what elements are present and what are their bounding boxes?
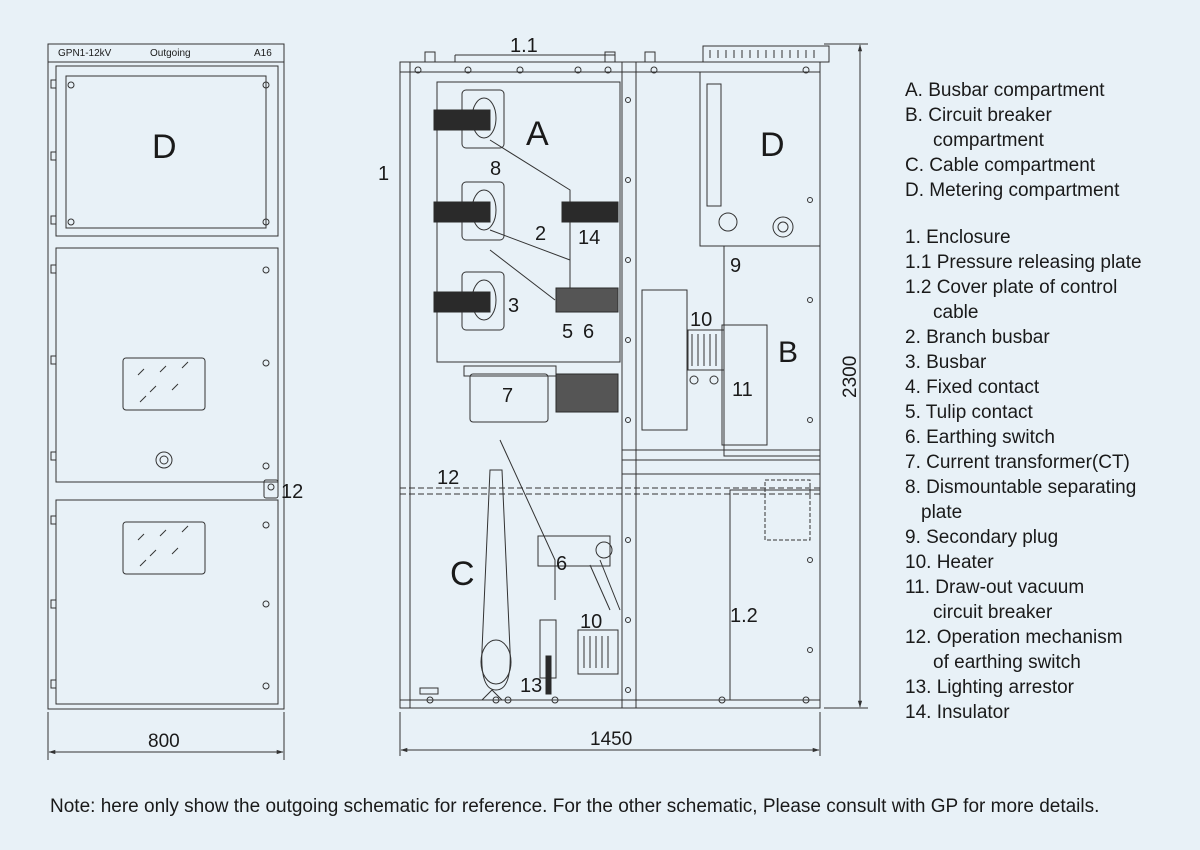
front-bottom-door bbox=[55, 499, 279, 705]
legend-item: 7. Current transformer(CT) bbox=[905, 452, 1130, 473]
label-10a: 10 bbox=[690, 309, 712, 331]
section-labels: 1.1 1 A D B C 8 2 14 3 5 6 9 10 11 7 12 … bbox=[378, 35, 861, 750]
legend-item: B. Circuit breaker bbox=[905, 105, 1052, 126]
cable bbox=[481, 469, 511, 691]
front-middle-door bbox=[55, 247, 279, 483]
legend-item: compartment bbox=[933, 130, 1044, 151]
window-hatch bbox=[137, 361, 189, 403]
breaker-compartment bbox=[723, 245, 821, 457]
earthing-mechanism-lock bbox=[263, 479, 279, 499]
legend-item: 5. Tulip contact bbox=[905, 402, 1033, 423]
legend-item: 3. Busbar bbox=[905, 352, 987, 373]
front-view-outline bbox=[47, 43, 285, 710]
label-a: A bbox=[526, 115, 549, 153]
label-c: C bbox=[450, 555, 475, 593]
label-1: 1 bbox=[378, 163, 389, 185]
label-8: 8 bbox=[490, 158, 501, 180]
front-screws bbox=[67, 81, 270, 690]
legend-item: 1.2 Cover plate of control bbox=[905, 277, 1118, 298]
section-height-label: 2300 bbox=[840, 356, 861, 398]
front-width-label: 800 bbox=[148, 731, 180, 752]
label-10b: 10 bbox=[580, 611, 602, 633]
legend-item: plate bbox=[921, 502, 963, 523]
insulator bbox=[433, 109, 491, 131]
legend-item: A. Busbar compartment bbox=[905, 80, 1105, 101]
label-1-2: 1.2 bbox=[730, 605, 758, 627]
front-header-right: A16 bbox=[254, 48, 272, 59]
front-view bbox=[47, 43, 285, 760]
label-6b: 6 bbox=[556, 553, 567, 575]
legend-item: 6. Earthing switch bbox=[905, 427, 1055, 448]
breaker-body bbox=[641, 289, 688, 431]
insulator-14 bbox=[561, 201, 619, 223]
insulator bbox=[433, 291, 491, 313]
branch-busbar bbox=[489, 139, 571, 301]
front-top-door bbox=[55, 65, 279, 237]
legend-item: circuit breaker bbox=[933, 602, 1053, 623]
front-middle-window bbox=[122, 357, 206, 411]
legend-item: 2. Branch busbar bbox=[905, 327, 1050, 348]
label-d: D bbox=[760, 126, 785, 164]
front-header-mid: Outgoing bbox=[150, 48, 191, 59]
label-7: 7 bbox=[502, 385, 513, 407]
terminal-ticks bbox=[709, 50, 815, 58]
legend-item: D. Metering compartment bbox=[905, 180, 1120, 201]
top-terminal-strip bbox=[702, 45, 830, 63]
metering-device bbox=[718, 212, 738, 232]
footnote: Note: here only show the outgoing schema… bbox=[50, 796, 1100, 817]
section-width-label: 1450 bbox=[590, 729, 632, 750]
legend-item: C. Cable compartment bbox=[905, 155, 1096, 176]
insulator bbox=[433, 201, 491, 223]
label-2: 2 bbox=[535, 223, 546, 245]
front-label-d: D bbox=[152, 128, 177, 166]
legend-item: 10. Heater bbox=[905, 552, 994, 573]
label-13: 13 bbox=[520, 675, 542, 697]
label-12-section: 12 bbox=[437, 467, 459, 489]
label-1-1: 1.1 bbox=[510, 35, 538, 57]
heater-bottom bbox=[577, 629, 619, 675]
label-9: 9 bbox=[730, 255, 741, 277]
front-operating-hole bbox=[155, 451, 173, 469]
legend-gap bbox=[905, 203, 1195, 225]
label-14: 14 bbox=[578, 227, 600, 249]
fixed-contact bbox=[555, 287, 619, 313]
section-view bbox=[399, 43, 868, 756]
label-5: 5 bbox=[562, 321, 573, 343]
label-b: B bbox=[778, 336, 798, 369]
heater-top bbox=[687, 329, 725, 371]
legend-item: 14. Insulator bbox=[905, 702, 1010, 723]
tulip-contact bbox=[555, 373, 619, 413]
earthing-switch bbox=[537, 535, 611, 567]
legend-item: 9. Secondary plug bbox=[905, 527, 1059, 548]
insulators bbox=[433, 109, 619, 695]
front-label-12: 12 bbox=[281, 481, 303, 503]
legend-item: 12. Operation mechanism bbox=[905, 627, 1123, 648]
label-11: 11 bbox=[732, 379, 753, 401]
legend-item: 11. Draw-out vacuum bbox=[905, 577, 1085, 598]
current-transformer bbox=[469, 373, 549, 423]
legend: A. Busbar compartment B. Circuit breaker… bbox=[905, 78, 1195, 725]
front-view-text: GPN1-12kV Outgoing A16 D 12 800 bbox=[58, 48, 303, 752]
legend-item: 8. Dismountable separating bbox=[905, 477, 1137, 498]
legend-item: 13. Lighting arrestor bbox=[905, 677, 1074, 698]
legend-item: 1.1 Pressure releasing plate bbox=[905, 252, 1142, 273]
label-6a: 6 bbox=[583, 321, 594, 343]
front-hinges bbox=[50, 79, 57, 689]
label-3: 3 bbox=[508, 295, 519, 317]
breaker-truck-rail bbox=[621, 459, 821, 475]
control-cable-cover-plate bbox=[729, 489, 821, 701]
legend-item: 1. Enclosure bbox=[905, 227, 1011, 248]
base-support bbox=[481, 689, 503, 701]
front-bottom-window bbox=[122, 521, 206, 575]
section-screws bbox=[414, 66, 813, 704]
front-header-left: GPN1-12kV bbox=[58, 48, 112, 59]
legend-item: of earthing switch bbox=[933, 652, 1081, 673]
legend-item: 4. Fixed contact bbox=[905, 377, 1040, 398]
legend-item: cable bbox=[933, 302, 979, 323]
